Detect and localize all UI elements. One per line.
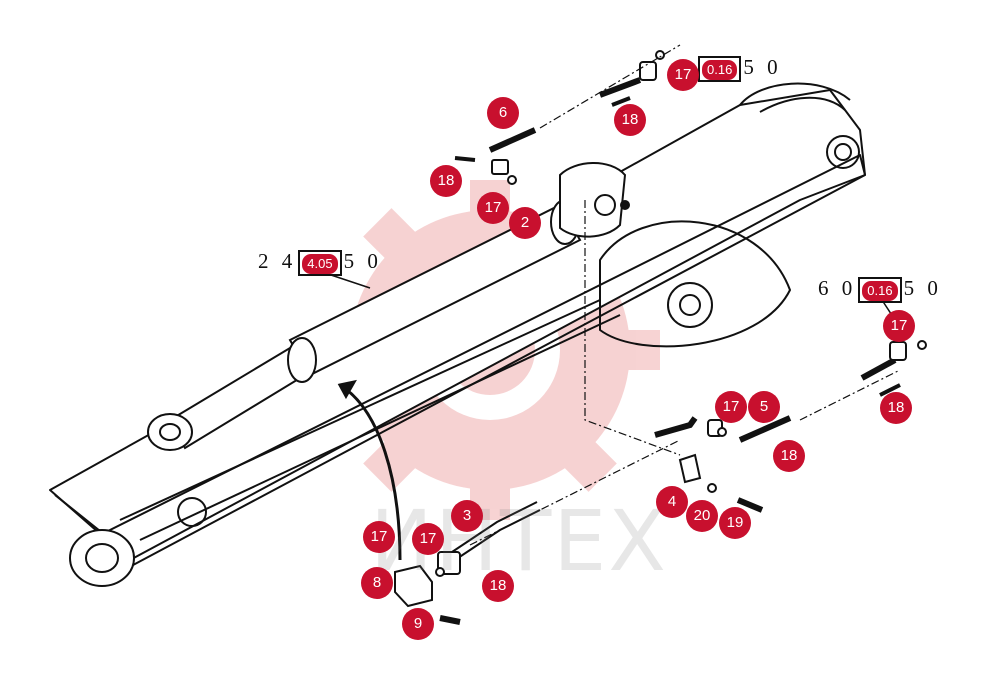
reference-arrow: [337, 379, 402, 561]
part-callout[interactable]: 5: [748, 391, 780, 423]
part-callout[interactable]: 8: [361, 567, 393, 599]
reference-suffix: 5 0: [343, 249, 382, 273]
part-callout[interactable]: 18: [614, 104, 646, 136]
reference-suffix: 5 0: [903, 276, 942, 300]
reference-box[interactable]: 0.16: [858, 277, 902, 304]
part-callout[interactable]: 17: [883, 310, 915, 342]
part-callout[interactable]: 2: [509, 207, 541, 239]
part-callout[interactable]: 18: [430, 165, 462, 197]
reference-box[interactable]: 0.16: [698, 56, 742, 83]
part-callout[interactable]: 4: [656, 486, 688, 518]
boom-body: [49, 82, 866, 587]
part-callout[interactable]: 19: [719, 507, 751, 539]
part-callout[interactable]: 18: [880, 392, 912, 424]
boom-cylinder: [147, 162, 630, 451]
reference-prefix: 2 4: [258, 249, 297, 273]
reference-badge: 0.16: [702, 60, 738, 81]
reference-suffix: 5 0: [743, 55, 782, 79]
reference-box[interactable]: 4.05: [298, 250, 342, 277]
part-callout[interactable]: 18: [482, 570, 514, 602]
part-callout[interactable]: 18: [773, 440, 805, 472]
part-callout[interactable]: 17: [363, 521, 395, 553]
part-callout[interactable]: 3: [451, 500, 483, 532]
part-callout[interactable]: 6: [487, 97, 519, 129]
reference-badge: 4.05: [302, 254, 338, 275]
part-callout[interactable]: 17: [667, 59, 699, 91]
part-callout[interactable]: 9: [402, 608, 434, 640]
pipe-assemblies: [394, 50, 927, 625]
part-callout[interactable]: 17: [477, 192, 509, 224]
reference-badge: 0.16: [862, 281, 898, 302]
part-callout[interactable]: 20: [686, 500, 718, 532]
reference-prefix: 6 0: [818, 276, 857, 300]
leader-lines: [469, 44, 901, 546]
part-callout[interactable]: 17: [715, 391, 747, 423]
part-callout[interactable]: 17: [412, 523, 444, 555]
